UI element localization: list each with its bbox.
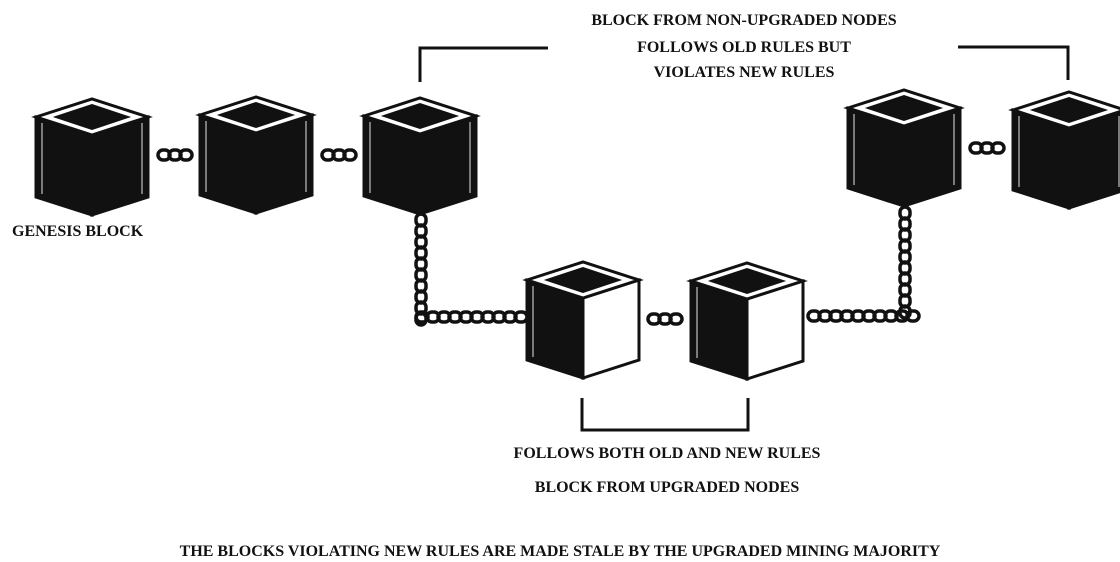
upgraded-label-line2: BLOCK FROM UPGRADED NODES (535, 479, 800, 496)
cube-top-patch (216, 101, 296, 129)
upgraded-block-2 (686, 261, 808, 382)
genesis-block (31, 97, 153, 218)
non-upgraded-label-line3: VIOLATES NEW RULES (654, 64, 835, 81)
genesis-block-label: GENESIS BLOCK (12, 223, 144, 240)
chain-link (178, 148, 194, 162)
chain-up-to-non-upgraded (898, 205, 912, 320)
brackets (418, 45, 1070, 432)
chain-fork-to-upgraded (414, 310, 529, 324)
chain-upgraded-1-to-2 (646, 312, 684, 326)
non-upgraded-block-1 (843, 88, 965, 209)
non-upgraded-bracket-left (418, 46, 548, 82)
cube-top-patch (52, 103, 132, 131)
chain-link (990, 141, 1006, 155)
upgraded-label-line1: FOLLOWS BOTH OLD AND NEW RULES (514, 445, 821, 462)
cube-top-patch (1029, 96, 1109, 124)
upgraded-bracket (580, 398, 750, 432)
cube-top-patch (707, 267, 787, 295)
chain-fork-down (414, 212, 428, 327)
non-upgraded-block-2 (1008, 90, 1120, 211)
chain-upgraded-out (806, 309, 921, 323)
blocks (31, 88, 1120, 382)
block-2 (195, 95, 317, 216)
chain-non-upgraded-1-to-2 (968, 141, 1006, 155)
upgraded-block-1 (522, 260, 644, 381)
fork-block (359, 96, 481, 217)
footer-caption: THE BLOCKS VIOLATING NEW RULES ARE MADE … (180, 543, 941, 560)
chain-links (156, 141, 1006, 327)
cube-top-patch (543, 266, 623, 294)
cube-top-patch (380, 102, 460, 130)
chain-link (668, 312, 684, 326)
chain-link (342, 148, 358, 162)
chain-block-2-to-fork (320, 148, 358, 162)
cube-top-patch (864, 94, 944, 122)
non-upgraded-label-line2: FOLLOWS OLD RULES BUT (637, 39, 851, 56)
chain-genesis-to-block-2 (156, 148, 194, 162)
chain-link (898, 304, 912, 320)
non-upgraded-label-line1: BLOCK FROM NON-UPGRADED NODES (591, 12, 896, 29)
non-upgraded-bracket-right (958, 45, 1070, 80)
